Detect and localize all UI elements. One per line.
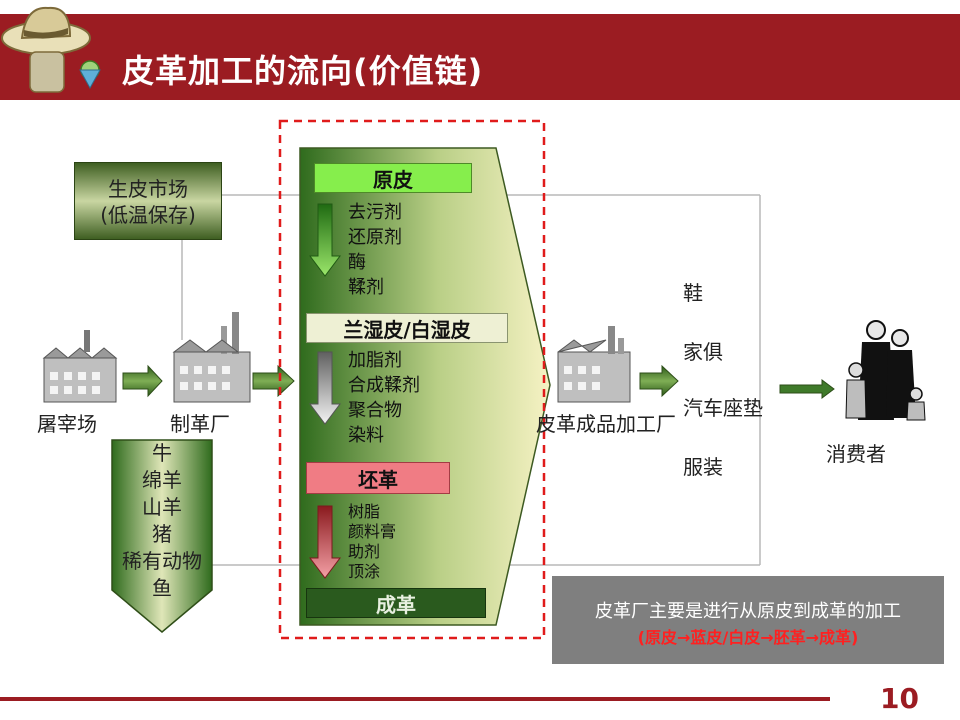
chemical-item: 酶 — [348, 250, 402, 275]
product-item: 鞋 — [683, 277, 703, 306]
page-number: 10 — [880, 682, 919, 715]
stage-crust-leather: 坯革 — [306, 462, 450, 494]
chemical-item: 鞣剂 — [348, 275, 402, 300]
chemical-item: 助剂 — [348, 542, 396, 562]
chemical-item: 聚合物 — [348, 398, 420, 423]
product-item: 家俱 — [683, 336, 723, 365]
callout-process-text: (原皮→蓝皮/白皮→胚革→成革) — [552, 624, 944, 648]
chemical-item: 还原剂 — [348, 225, 402, 250]
product-item: 汽车座垫 — [683, 392, 763, 421]
chemical-item: 顶涂 — [348, 562, 396, 582]
slaughterhouse-label: 屠宰场 — [37, 408, 97, 437]
animal-item: 绵羊 — [112, 467, 212, 494]
stage-wet-blue-white: 兰湿皮/白湿皮 — [306, 313, 508, 343]
animal-item: 稀有动物 — [112, 548, 212, 575]
chemical-item: 合成鞣剂 — [348, 373, 420, 398]
consumers-family-icon — [846, 321, 925, 420]
stage-wet-chemicals: 加脂剂 合成鞣剂 聚合物 染料 — [348, 348, 420, 448]
footer-line — [0, 697, 830, 701]
stage-raw-chemicals: 去污剂 还原剂 酶 鞣剂 — [348, 200, 402, 300]
stage-crust-chemicals: 树脂 颜料膏 助剂 顶涂 — [348, 502, 396, 582]
flow-arrow-icon — [640, 366, 678, 396]
animal-item: 山羊 — [112, 494, 212, 521]
chemical-item: 颜料膏 — [348, 522, 396, 542]
animal-item: 鱼 — [112, 575, 212, 602]
callout-main-text: 皮革厂主要是进行从原皮到成革的加工 — [552, 597, 944, 623]
market-title: 生皮市场 — [74, 176, 222, 202]
flow-arrow-icon — [123, 366, 162, 396]
animal-item: 猪 — [112, 521, 212, 548]
flow-arrow-icon — [253, 366, 294, 396]
consumer-label: 消费者 — [826, 438, 886, 467]
animal-item: 牛 — [112, 440, 212, 467]
product-item: 服装 — [683, 451, 723, 480]
stage-finished-leather: 成革 — [306, 588, 486, 618]
chemical-item: 加脂剂 — [348, 348, 420, 373]
flow-arrow-icon — [780, 380, 834, 398]
tannery-label: 制革厂 — [170, 408, 230, 437]
leather-factory-label: 皮革成品加工厂 — [536, 408, 676, 437]
market-subtitle: (低温保存) — [74, 202, 222, 228]
animal-sources-list: 牛 绵羊 山羊 猪 稀有动物 鱼 — [112, 440, 212, 602]
raw-hide-market-label: 生皮市场 (低温保存) — [74, 176, 222, 228]
chemical-item: 树脂 — [348, 502, 396, 522]
leather-factory-icon — [558, 326, 630, 402]
chemical-item: 去污剂 — [348, 200, 402, 225]
processing-chevron — [300, 148, 550, 625]
slaughterhouse-factory-icon — [44, 330, 116, 402]
tannery-factory-icon — [174, 312, 250, 402]
stage-raw-hide: 原皮 — [314, 163, 472, 193]
chemical-item: 染料 — [348, 423, 420, 448]
